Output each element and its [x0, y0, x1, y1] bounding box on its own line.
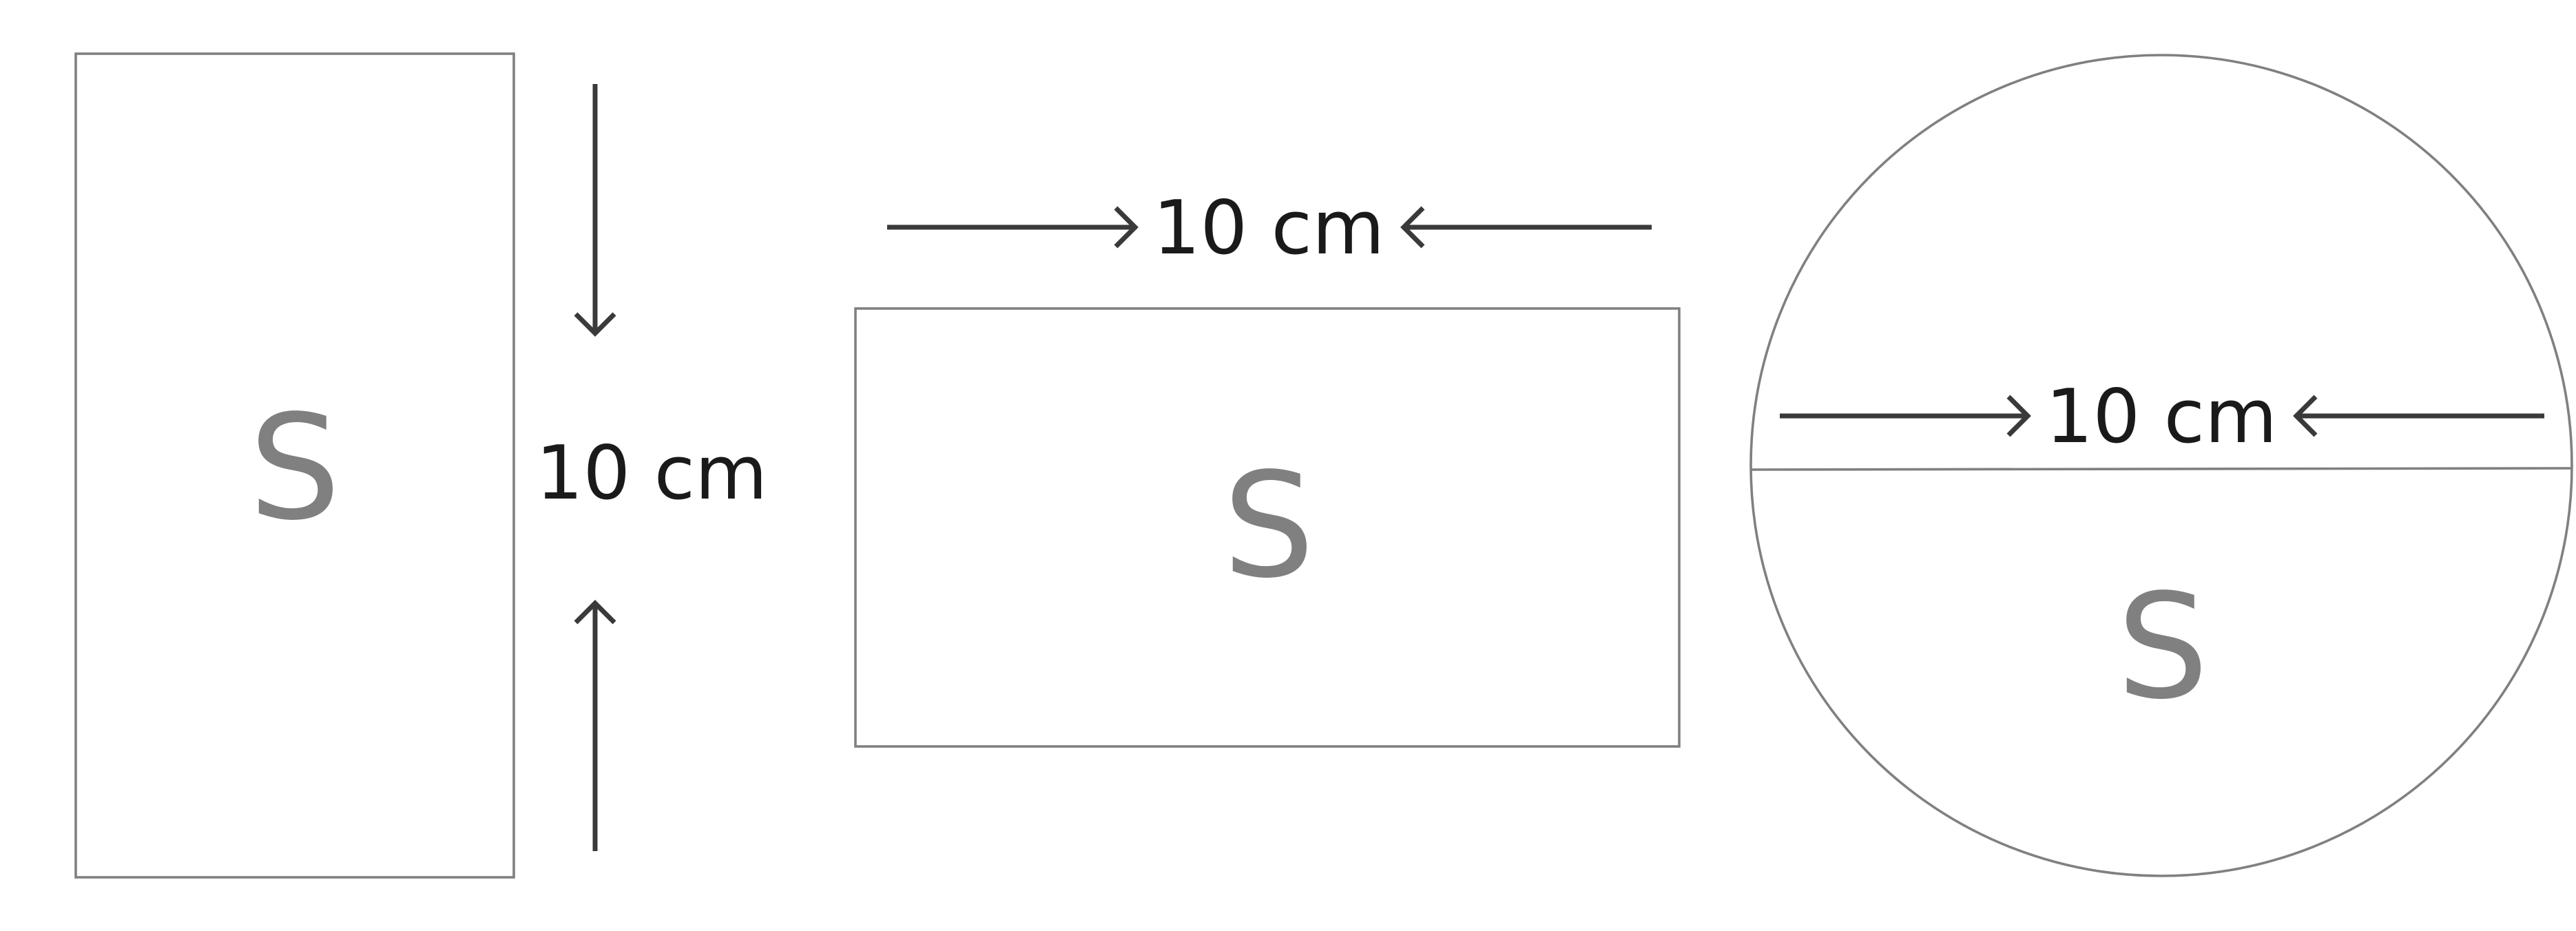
circle-figure: S 10 cm [1749, 54, 2573, 877]
tall-rectangle-area-label: S [249, 384, 340, 552]
circle-diameter-line [1750, 467, 2573, 471]
wide-rectangle [854, 307, 1681, 748]
tall-rectangle-dimension: 10 cm [536, 84, 767, 851]
tall-rectangle-dimension-label: 10 cm [536, 430, 767, 516]
tall-rectangle [74, 52, 515, 879]
dimension-arrow-right-icon [2006, 395, 2031, 437]
wide-rectangle-dimension-label: 10 cm [1153, 185, 1384, 271]
dimension-arrow-right-icon [1114, 206, 1139, 249]
tall-rectangle-figure: S 10 cm [74, 52, 767, 879]
wide-rectangle-dimension: 10 cm [887, 185, 1652, 271]
circle [1749, 54, 2573, 877]
wide-rectangle-area-label: S [1223, 441, 1314, 610]
dimension-arrow-down-icon [574, 312, 616, 337]
circle-dimension-label: 10 cm [2046, 374, 2277, 460]
circle-dimension: 10 cm [1780, 374, 2544, 460]
circle-area-label: S [2117, 563, 2208, 731]
wide-rectangle-figure: S 10 cm [854, 185, 1681, 748]
